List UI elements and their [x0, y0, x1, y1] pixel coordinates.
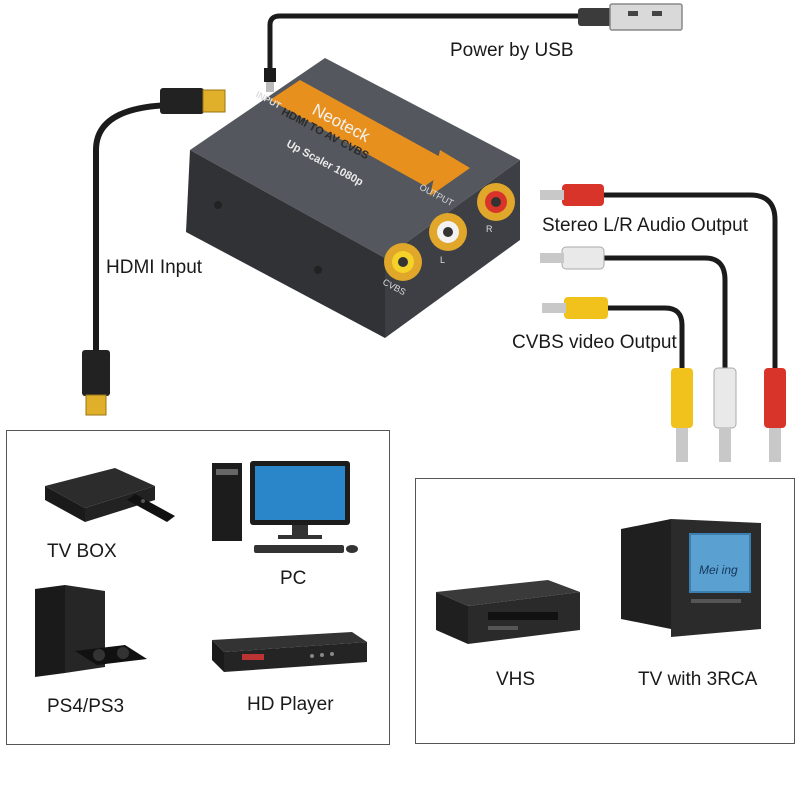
- hdmi-cable: [93, 101, 191, 350]
- red-rca-cable: [600, 192, 778, 370]
- ps4-icon: [35, 585, 147, 677]
- jack-l-icon: [429, 213, 467, 251]
- hdmi-plug-bottom-icon: [82, 350, 110, 416]
- micro-usb-plug-icon: [264, 68, 276, 92]
- source-ps4-ps3: PS4/PS3: [47, 696, 125, 717]
- device-r-label: R: [486, 224, 493, 234]
- source-pc: PC: [280, 568, 307, 589]
- hdmi-input-callout: HDMI Input: [106, 257, 203, 278]
- yellow-rca-plug-horizontal-icon: [542, 297, 608, 319]
- usb-plug-icon: [578, 3, 683, 31]
- stereo-output-callout: Stereo L/R Audio Output: [542, 215, 748, 236]
- hd-player-icon: [212, 632, 367, 672]
- yellow-rca-plug-vertical-icon: [671, 368, 693, 462]
- crt-tv-icon: [621, 519, 761, 637]
- dest-tv-3rca: TV with 3RCA: [638, 669, 758, 690]
- sources-panel: TV BOX PC PS4/PS3 HD Player: [6, 430, 390, 745]
- red-rca-plug-horizontal-icon: [540, 184, 604, 206]
- source-hd-player: HD Player: [247, 694, 334, 715]
- tv-box-icon: [45, 468, 175, 522]
- white-rca-plug-horizontal-icon: [540, 246, 605, 270]
- vhs-icon: [436, 580, 580, 644]
- device-l-label: L: [440, 255, 446, 265]
- tv-screen-text: Mei ing: [699, 563, 738, 577]
- jack-cvbs-icon: [384, 243, 422, 281]
- power-callout: Power by USB: [450, 40, 574, 61]
- source-tv-box: TV BOX: [47, 541, 117, 562]
- red-rca-plug-vertical-icon: [764, 368, 786, 462]
- yellow-rca-cable: [605, 305, 685, 370]
- white-rca-cable: [600, 255, 728, 370]
- dest-vhs: VHS: [496, 669, 536, 690]
- pc-icon: [212, 461, 358, 553]
- hdmi-plug-top-icon: [160, 88, 226, 114]
- jack-r-icon: [477, 183, 515, 221]
- destinations-panel: VHS Mei ing TV with 3RCA: [415, 478, 795, 744]
- cvbs-output-callout: CVBS video Output: [512, 332, 677, 353]
- white-rca-plug-vertical-icon: [713, 367, 737, 462]
- converter-box: [186, 58, 520, 338]
- usb-cable: [267, 13, 585, 70]
